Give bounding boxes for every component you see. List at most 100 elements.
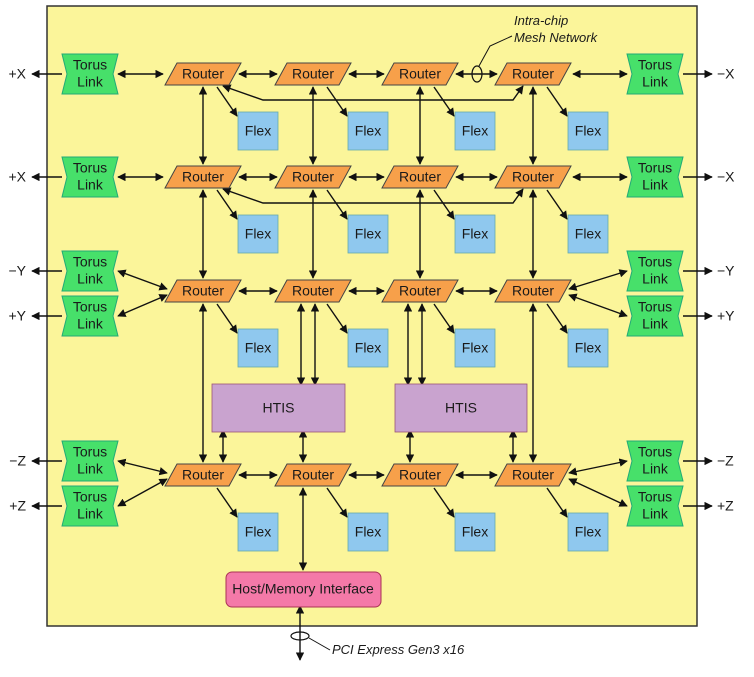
port-label-left: +X	[8, 66, 26, 82]
flex-0-2: Flex	[454, 111, 496, 151]
flex-label: Flex	[462, 524, 488, 540]
flex-shape	[237, 111, 279, 151]
router-flex-link	[216, 487, 238, 518]
flex-shape	[237, 214, 279, 254]
port-labels: +X−X+X−X−Y−Y+Y+Y−Z−Z+Z+Z	[8, 66, 735, 514]
htis-label: HTIS	[263, 400, 295, 416]
port-label-right: +Y	[717, 308, 735, 324]
router-3-0: Router	[164, 463, 242, 487]
router-flex-link	[433, 303, 455, 334]
flex-label: Flex	[245, 226, 271, 242]
port-label-left: +Z	[9, 498, 26, 514]
torus-label-line2: Link	[642, 316, 669, 332]
htis-shape	[394, 383, 528, 433]
flex-label: Flex	[245, 123, 271, 139]
router-1-0: Router	[164, 165, 242, 189]
flex-1-2: Flex	[454, 214, 496, 254]
torus-label-line2: Link	[77, 74, 104, 90]
port-label-left: −Y	[8, 263, 26, 279]
router-flex-link	[433, 189, 455, 220]
flex-shape	[567, 111, 609, 151]
mesh-callout-ring	[471, 65, 483, 83]
port-label-left: +Y	[8, 308, 26, 324]
router-3-1: Router	[274, 463, 352, 487]
htis-block: HTIS	[394, 383, 528, 433]
mesh-network-annotation-line1: Intra-chip	[514, 13, 568, 28]
port-label-right: −X	[717, 169, 735, 185]
router-label: Router	[399, 467, 441, 483]
torus-router-link	[117, 478, 168, 507]
torus-router-link	[117, 294, 168, 317]
port-label-right: −Z	[717, 453, 734, 469]
flex-label: Flex	[575, 524, 601, 540]
torus-label-line2: Link	[642, 271, 669, 287]
port-label-right: +Z	[717, 498, 734, 514]
host-shape	[225, 571, 382, 608]
router-shape	[164, 165, 242, 189]
router-2-3: Router	[494, 279, 572, 303]
flex-shape	[237, 328, 279, 368]
torus-router-link	[568, 269, 628, 291]
router-flex-link	[216, 189, 238, 220]
router-0-3: Router	[494, 62, 572, 86]
mesh-network-annotation-line2: Mesh Network	[514, 30, 599, 45]
router-1-3: Router	[494, 165, 572, 189]
host-label: Host/Memory Interface	[232, 581, 374, 597]
flex-shape	[454, 214, 496, 254]
torus-label-line2: Link	[642, 74, 669, 90]
router-label: Router	[292, 283, 334, 299]
router-label: Router	[182, 467, 224, 483]
router-flex-link	[546, 303, 568, 334]
torus-label-line1: Torus	[73, 489, 107, 505]
router-shape	[494, 279, 572, 303]
mesh-callout-line	[478, 35, 513, 67]
flex-shape	[454, 328, 496, 368]
flex-label: Flex	[355, 226, 381, 242]
router-2-0: Router	[164, 279, 242, 303]
router-shape	[274, 463, 352, 487]
router-label: Router	[512, 169, 554, 185]
flex-label: Flex	[575, 123, 601, 139]
flex-shape	[347, 512, 389, 552]
router-shape	[381, 463, 459, 487]
router-flex-link	[326, 487, 348, 518]
express-link	[222, 84, 524, 101]
torus-shape	[626, 156, 684, 198]
router-flex-link	[433, 86, 455, 117]
pci-callout-line	[308, 637, 331, 651]
router-label: Router	[182, 283, 224, 299]
flex-label: Flex	[245, 340, 271, 356]
torus-label-line2: Link	[642, 461, 669, 477]
flex-3-0: Flex	[237, 512, 279, 552]
torus-label-line1: Torus	[73, 444, 107, 460]
host-memory-interface: Host/Memory Interface	[225, 571, 382, 608]
pci-express-annotation: PCI Express Gen3 x16	[332, 642, 465, 657]
flex-label: Flex	[575, 340, 601, 356]
torus-router-link	[117, 458, 168, 476]
torus-label-line1: Torus	[638, 57, 672, 73]
flex-3-3: Flex	[567, 512, 609, 552]
torus-shape	[61, 53, 119, 95]
express-link	[222, 187, 524, 204]
router-flex-link	[433, 487, 455, 518]
torus-shape	[626, 295, 684, 337]
torus-shape	[61, 295, 119, 337]
router-flex-link	[546, 189, 568, 220]
torus-label-line1: Torus	[638, 444, 672, 460]
router-2-1: Router	[274, 279, 352, 303]
torus-label-line2: Link	[77, 271, 104, 287]
flex-2-1: Flex	[347, 328, 389, 368]
router-label: Router	[292, 467, 334, 483]
flex-1-0: Flex	[237, 214, 279, 254]
router-shape	[494, 463, 572, 487]
router-label: Router	[182, 66, 224, 82]
torus-label-line2: Link	[77, 461, 104, 477]
htis-label: HTIS	[445, 400, 477, 416]
